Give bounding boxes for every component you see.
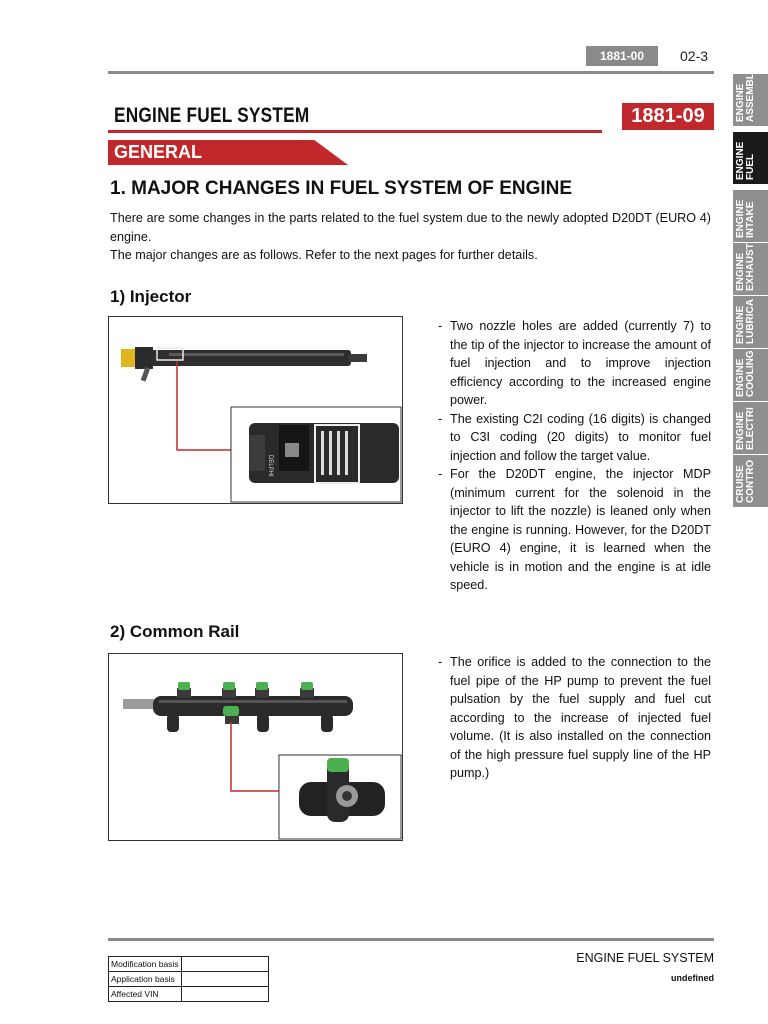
injector-illustration: DELPHI xyxy=(121,347,402,503)
injector-description: Two nozzle holes are added (currently 7)… xyxy=(438,317,711,595)
header-divider xyxy=(108,71,714,74)
revision-row: Modification basis xyxy=(108,956,269,972)
common-rail-bullet: The orifice is added to the connection t… xyxy=(438,653,711,783)
side-tab-label-line: ELECTRI xyxy=(745,407,756,450)
injector-nozzle xyxy=(349,354,367,362)
injector-label-area xyxy=(156,347,184,361)
section-title-underline xyxy=(108,130,602,133)
side-tab-label-line: FUEL xyxy=(745,153,756,180)
main-heading: 1. MAJOR CHANGES IN FUEL SYSTEM OF ENGIN… xyxy=(110,178,573,199)
side-tab-label-line: LUBRICA xyxy=(745,299,756,344)
injector-bullet: The existing C2I coding (16 digits) is c… xyxy=(438,410,711,466)
revision-table: Modification basis Application basis Aff… xyxy=(108,956,269,1002)
section-code-badge: 1881-09 xyxy=(622,103,714,130)
page-code-badge: 1881-00 xyxy=(586,46,658,66)
revision-row: Affected VIN xyxy=(108,986,269,1002)
common-rail-heading: 2) Common Rail xyxy=(110,622,240,641)
revision-value xyxy=(181,956,269,972)
injector-heading: 1) Injector xyxy=(110,287,192,306)
footer-title: ENGINE FUEL SYSTEM xyxy=(576,951,714,965)
rail-pressure-sensor xyxy=(123,699,157,709)
side-tab-label-line: ASSEMBL xyxy=(745,74,756,122)
general-banner: GENERAL xyxy=(108,140,348,165)
revision-row: Application basis xyxy=(108,971,269,987)
side-tab-label-line: CONTRO xyxy=(745,459,756,503)
section-title: ENGINE FUEL SYSTEM xyxy=(114,104,310,127)
rail-body xyxy=(153,696,353,716)
inlet-orifice-cap xyxy=(223,706,239,716)
intro-paragraph: There are some changes in the parts rela… xyxy=(110,211,711,244)
common-rail-figure xyxy=(108,653,403,841)
revision-label: Modification basis xyxy=(108,956,182,972)
side-tab-label-line: COOLING xyxy=(745,350,756,397)
footer-subtitle: undefined xyxy=(671,973,714,983)
revision-value xyxy=(181,971,269,987)
general-banner-label: GENERAL xyxy=(114,142,203,162)
common-rail-description: The orifice is added to the connection t… xyxy=(438,653,711,783)
injector-body xyxy=(151,350,351,366)
page-number: 02-3 xyxy=(680,48,709,64)
common-rail-illustration xyxy=(123,682,402,840)
revision-label: Application basis xyxy=(108,971,182,987)
callout-line xyxy=(230,722,279,792)
injector-connector xyxy=(121,349,137,367)
injector-figure: DELPHI xyxy=(108,316,403,504)
injector-bullet: For the D20DT engine, the injector MDP (… xyxy=(438,465,711,595)
intro-paragraph: The major changes are as follows. Refer … xyxy=(110,248,538,262)
footer-divider xyxy=(108,938,714,941)
callout-line xyxy=(176,361,231,451)
side-tab-label-line: EXHAUST xyxy=(745,243,756,291)
intro-text: There are some changes in the parts rela… xyxy=(110,209,711,265)
injector-brand-text: DELPHI xyxy=(267,455,273,477)
injector-bullet: Two nozzle holes are added (currently 7)… xyxy=(438,317,711,410)
revision-value xyxy=(181,986,269,1002)
side-tab-label-line: INTAKE xyxy=(745,201,756,238)
revision-label: Affected VIN xyxy=(108,986,182,1002)
